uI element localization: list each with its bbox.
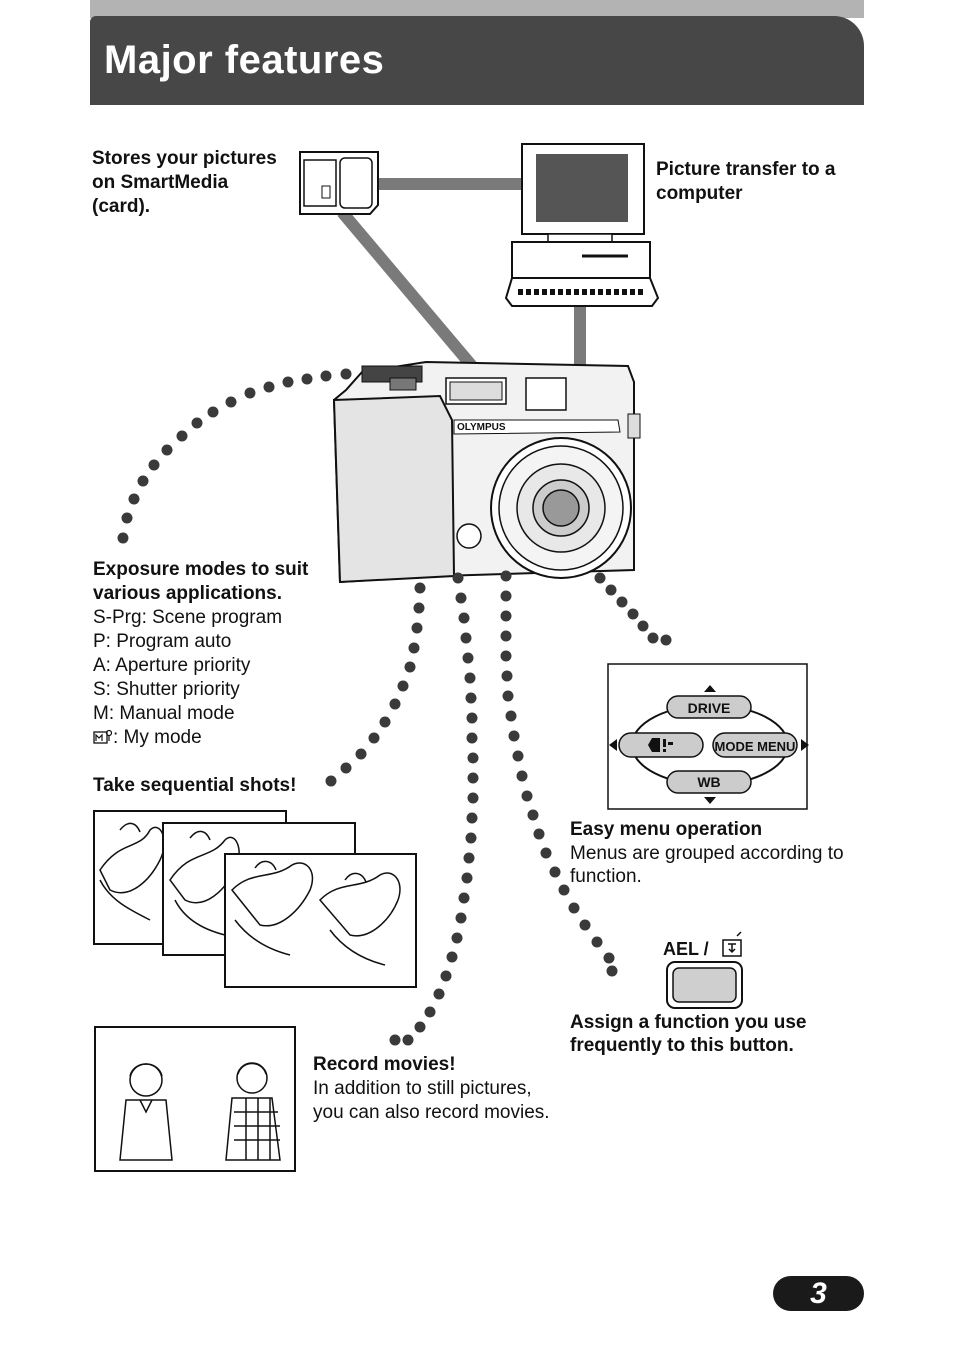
sequential-shots-illustration [93,810,417,988]
menu-diagram: DRIVE MODE MENU WB [607,663,809,810]
drive-button-label: DRIVE [688,700,731,716]
exposure-heading-line-1: Exposure modes to suit [93,559,309,580]
exposure-mode-item: : My mode [113,727,202,748]
menu-heading: Easy menu operation [570,819,763,840]
movies-illustration [94,1026,296,1172]
exposure-mode-item: M: Manual mode [93,703,235,724]
menu-description-line-2: function. [570,866,642,887]
movies-heading: Record movies! [313,1054,456,1075]
smartmedia-line-2: on SmartMedia [92,172,229,193]
my-mode-icon [93,729,113,745]
custom-button-icon [722,931,742,957]
exposure-mode-item: S: Shutter priority [93,679,240,700]
smartmedia-line-3: (card). [92,196,151,217]
smartmedia-line-1: Stores your pictures [92,148,277,169]
ael-button-diagram: AEL / [663,931,743,1009]
flash-menu-icon [648,738,673,752]
page-title: Major features [104,38,385,82]
smartmedia-card-icon [299,151,379,215]
exposure-mode-item: A: Aperture priority [93,655,251,676]
ael-description-line-2: frequently to this button. [570,1035,794,1056]
transfer-line-1: Picture transfer to a [656,159,836,180]
exposure-mode-item: P: Program auto [93,631,232,652]
transfer-line-2: computer [656,183,743,204]
dotted-paths [117,368,672,1046]
ael-description-line-1: Assign a function you use [570,1012,807,1033]
header-bar [90,16,864,105]
menu-description-line-1: Menus are grouped according to [570,843,844,864]
movies-description-line-2: you can also record movies. [313,1102,550,1123]
page-number: 3 [773,1276,864,1311]
wb-button-label: WB [697,774,720,790]
connector-lines [337,178,586,370]
camera-illustration: OLYMPUS [332,360,641,584]
camera-brand: OLYMPUS [457,422,506,433]
sequential-heading: Take sequential shots! [93,775,297,796]
header-top-strip [90,0,864,18]
exposure-mode-item: S-Prg: Scene program [93,607,283,628]
mode-menu-button-label: MODE MENU [715,739,796,754]
ael-label: AEL / [663,939,709,959]
computer-icon [504,143,660,307]
movies-description-line-1: In addition to still pictures, [313,1078,532,1099]
exposure-heading-line-2: various applications. [93,583,282,604]
